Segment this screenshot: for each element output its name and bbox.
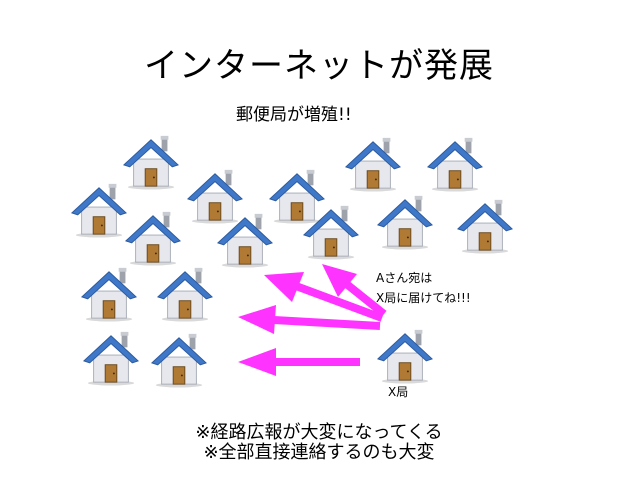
house-icon [216, 210, 274, 268]
house-icon [80, 264, 138, 322]
x-station-label: X局 [388, 385, 409, 399]
arrow [322, 264, 387, 318]
house-icon [70, 180, 128, 238]
house-icon [376, 192, 434, 250]
slide-title: インターネットが発展 [144, 46, 494, 86]
house-icon [82, 328, 140, 386]
footer-line-1: ※経路広報が大変になってくる [195, 422, 443, 443]
house-icon-x-station [376, 326, 434, 384]
arrow [264, 272, 384, 322]
house-icon [156, 264, 214, 322]
house-icon [122, 132, 180, 190]
house-icon [302, 202, 360, 260]
arrow [238, 305, 381, 334]
arrow [238, 348, 360, 376]
note-line-2: X局に届けてね!!! [376, 291, 471, 305]
house-icon [150, 330, 208, 388]
note-text: Aさん宛は X局に届けてね!!! [376, 268, 471, 308]
slide-subtitle: 郵便局が増殖!! [236, 105, 352, 125]
note-line-1: Aさん宛は [376, 271, 433, 285]
footer-line-2: ※全部直接連絡するのも大変 [203, 442, 435, 463]
house-icon [124, 208, 182, 266]
house-icon [268, 166, 326, 224]
house-icon [456, 196, 514, 254]
house-icon [186, 166, 244, 224]
house-icon [344, 134, 402, 192]
house-icon [426, 134, 484, 192]
